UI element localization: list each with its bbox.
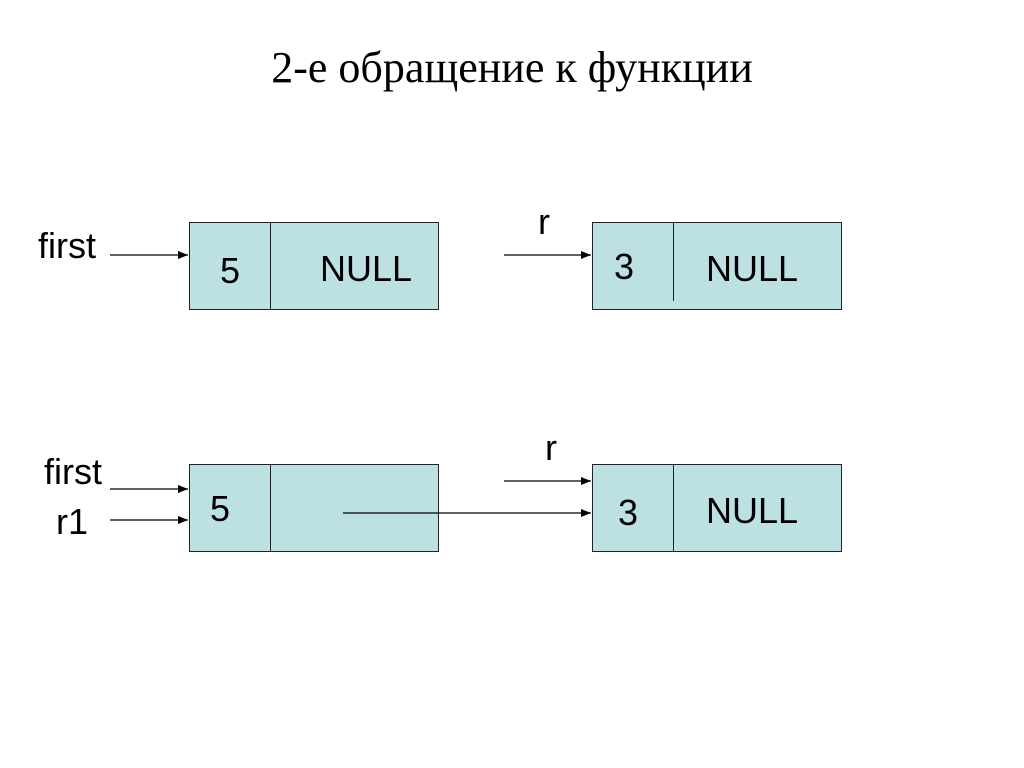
- list-node: 5 NULL: [189, 222, 439, 310]
- node-divider: [673, 465, 674, 551]
- list-node: 3 NULL: [592, 222, 842, 310]
- node-next-value: NULL: [320, 248, 413, 289]
- node-divider: [673, 223, 674, 301]
- node-divider: [270, 465, 271, 551]
- slide-title: 2-е обращение к функции: [271, 43, 753, 92]
- list-node: 3 NULL: [592, 464, 842, 552]
- node-data-value: 5: [210, 488, 231, 529]
- pointer-label-r: r: [545, 427, 557, 468]
- node-data-value: 3: [614, 246, 635, 287]
- pointer-label-first: first: [38, 225, 96, 266]
- pointer-label-first: first: [44, 451, 102, 492]
- list-node: 5: [189, 464, 439, 552]
- node-divider: [270, 223, 271, 309]
- node-data-value: 5: [220, 250, 241, 291]
- pointer-label-r: r: [538, 201, 550, 242]
- node-next-value: NULL: [706, 248, 799, 289]
- pointer-label-r1: r1: [56, 501, 89, 542]
- node-data-value: 3: [618, 492, 639, 533]
- node-next-value: NULL: [706, 490, 799, 531]
